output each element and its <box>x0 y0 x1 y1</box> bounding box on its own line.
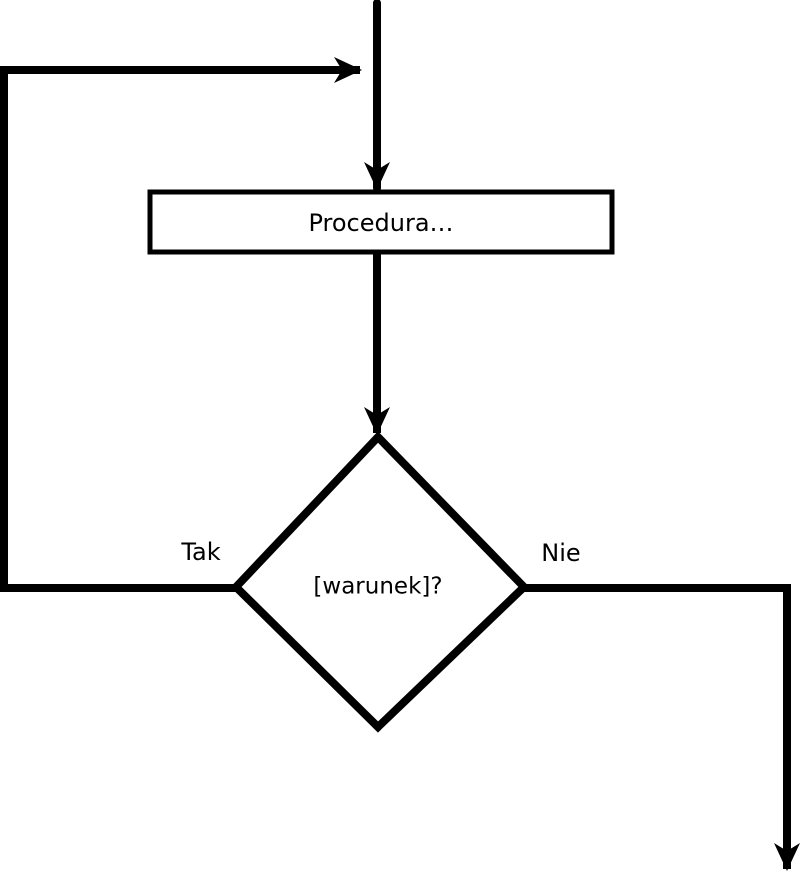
branch-label-no: Nie <box>541 539 581 567</box>
exit-arrow-no <box>524 584 800 871</box>
decision-diamond-label: [warunek]? <box>313 573 443 600</box>
loop-back-arrow-yes <box>0 57 362 592</box>
branch-label-yes: Tak <box>181 538 221 566</box>
decision-diamond <box>230 431 530 733</box>
process-box <box>147 189 615 255</box>
process-box-label: Procedura… <box>308 209 454 237</box>
